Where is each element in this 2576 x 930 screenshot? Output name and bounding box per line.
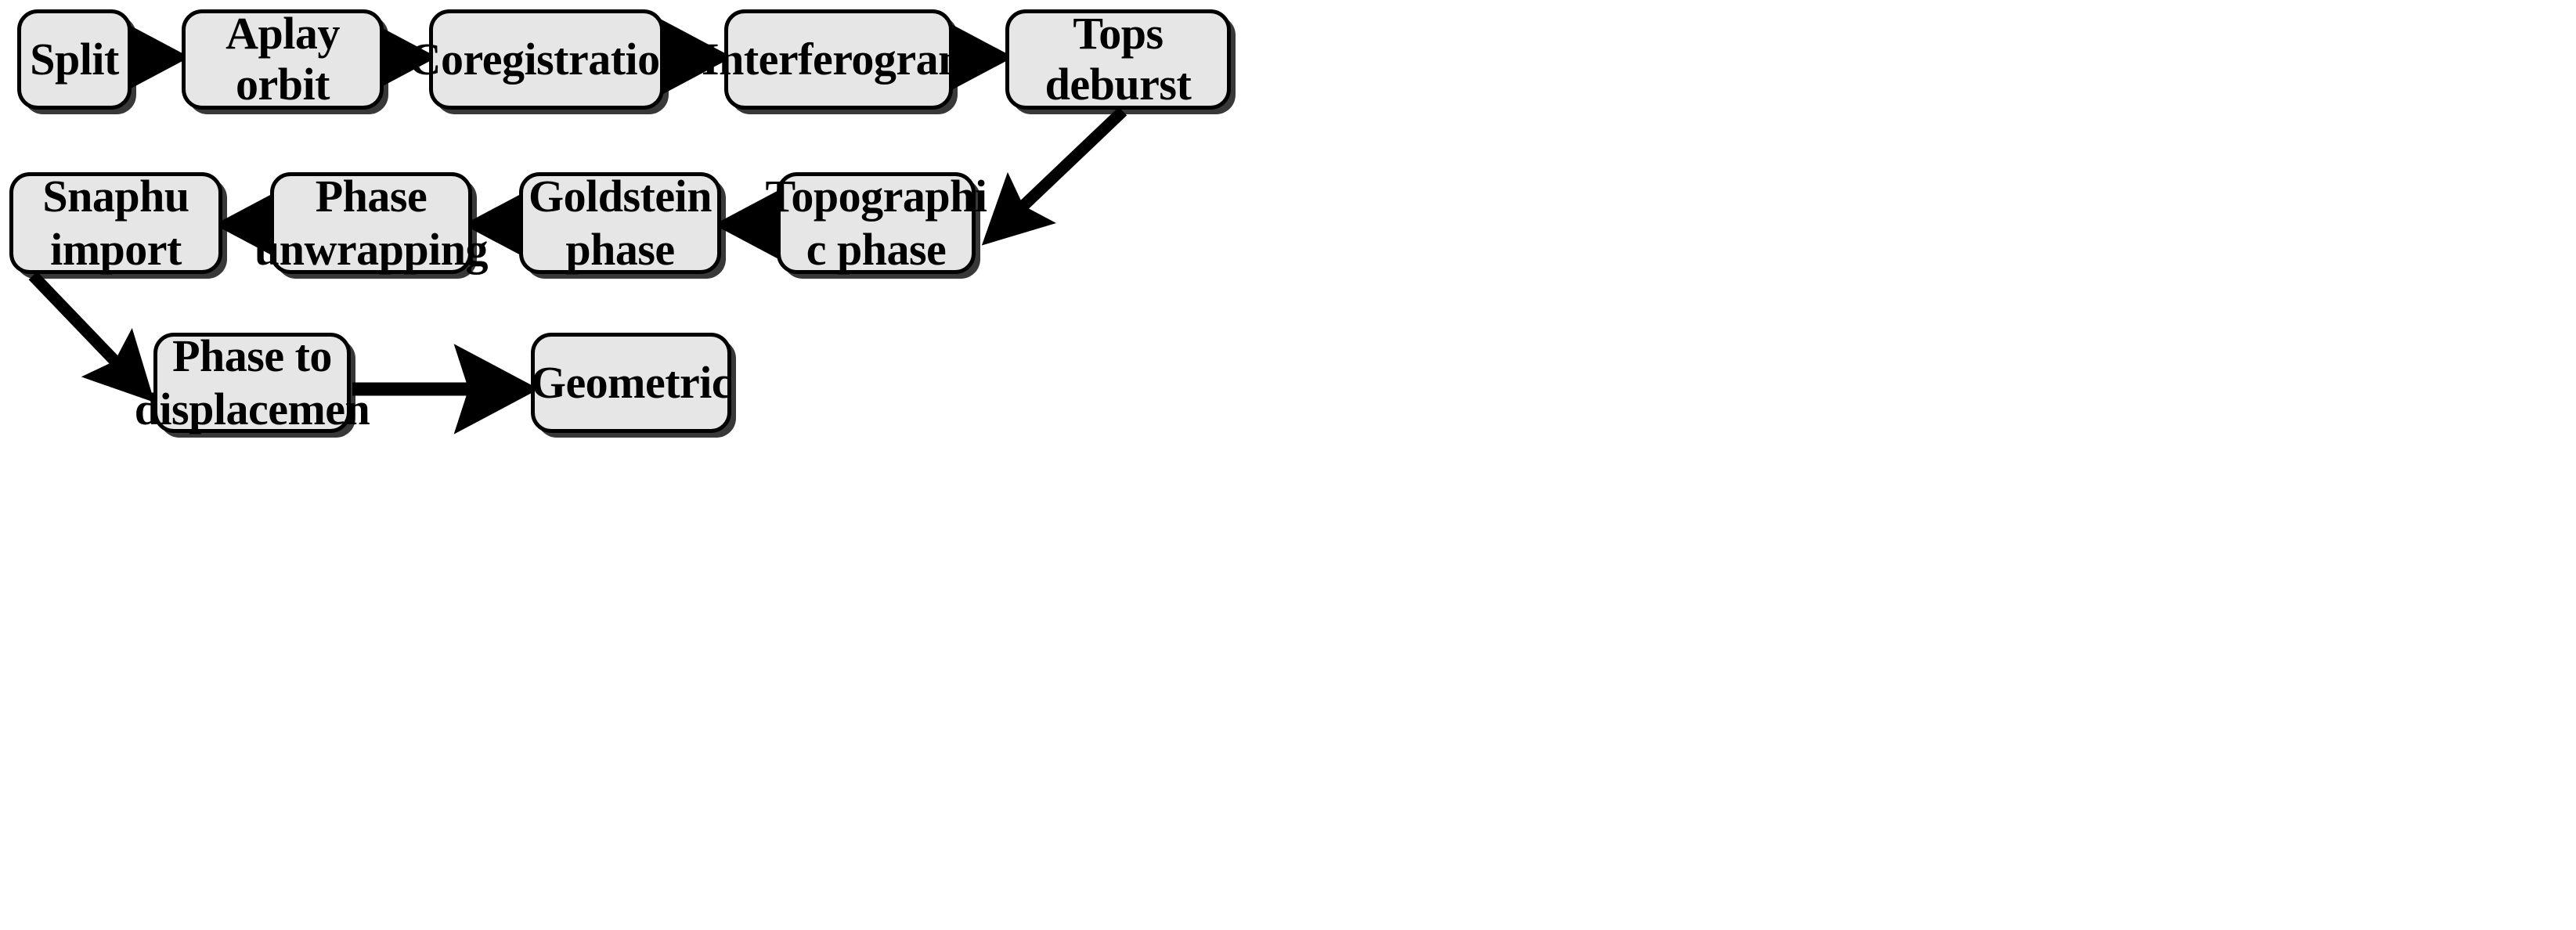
node-snaphu-import-label: Snaphu import: [42, 170, 189, 275]
node-goldstein-phase-label: Goldstein phase: [529, 170, 713, 275]
node-snaphu-import[interactable]: Snaphu import: [9, 170, 222, 275]
node-aplay-orbit-label: Aplay orbit: [225, 8, 340, 110]
edge-tops-deburst-to-topographic-phase: [981, 106, 1127, 246]
node-tops-deburst-label: Tops deburst: [1044, 8, 1192, 110]
node-interferogram-label: Interferogram: [702, 33, 976, 85]
node-phase-unwrapping-label: Phase unwrapping: [254, 170, 489, 275]
node-coregistration-label: Coregistration: [408, 33, 685, 85]
node-tops-deburst[interactable]: Tops deburst: [1005, 8, 1231, 110]
node-geometric[interactable]: Geometric: [531, 333, 732, 433]
node-phase-to-displacement[interactable]: Phase to displacemen: [135, 330, 370, 434]
node-topographic-phase[interactable]: Topographi c phase: [766, 171, 988, 275]
node-interferogram[interactable]: Interferogram: [702, 9, 976, 110]
node-phase-unwrapping[interactable]: Phase unwrapping: [254, 171, 489, 275]
node-coregistration[interactable]: Coregistration: [409, 9, 685, 110]
node-topographic-phase-label: Topographi c phase: [765, 170, 988, 275]
node-aplay-orbit[interactable]: Aplay orbit: [182, 8, 384, 110]
node-phase-to-displacement-label: Phase to displacemen: [134, 330, 370, 434]
node-split[interactable]: Split: [17, 9, 132, 110]
node-geometric-label: Geometric: [530, 356, 732, 408]
node-goldstein-phase[interactable]: Goldstein phase: [519, 170, 721, 275]
node-split-label: Split: [30, 33, 119, 85]
